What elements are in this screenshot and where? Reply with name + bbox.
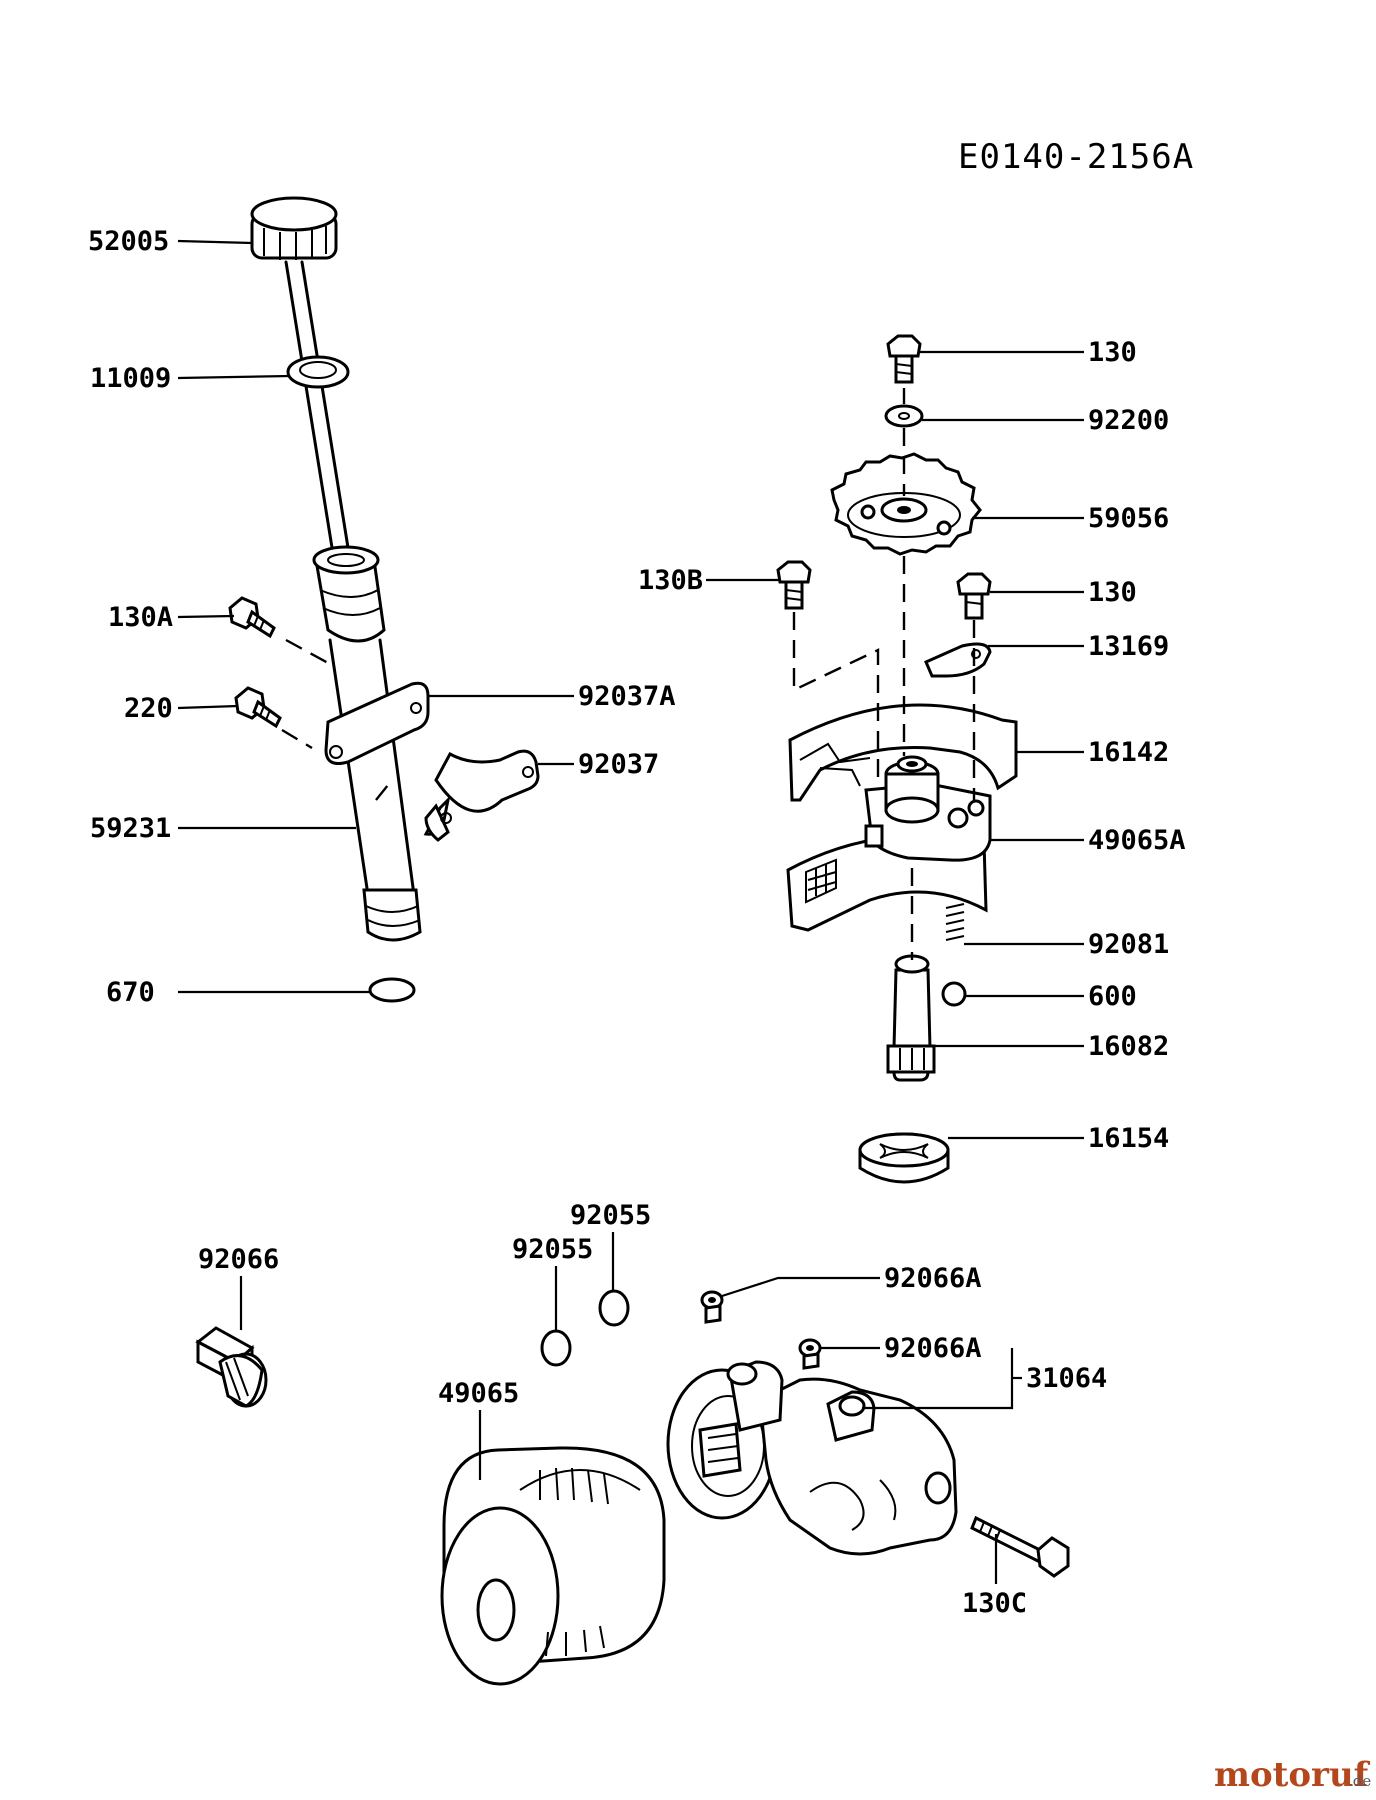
- bolt-130c-part: [970, 1515, 1070, 1578]
- label-oring-a: 92055: [512, 1234, 593, 1265]
- assembly-center-lines: [281, 388, 976, 960]
- label-bolt-plate: 130: [1088, 577, 1137, 608]
- washer-92200-part: [884, 404, 924, 428]
- plug-92066-part: [195, 1326, 268, 1408]
- label-bolt-pump: 130B: [638, 565, 703, 596]
- label-washer-gear: 92200: [1088, 405, 1169, 436]
- label-filter-housing: 31064: [1026, 1363, 1107, 1394]
- label-bolt-gear: 130: [1088, 337, 1137, 368]
- label-rotor: 16154: [1088, 1123, 1169, 1154]
- plate-13169-part: [924, 642, 992, 678]
- bolt-220-part: [234, 686, 282, 729]
- dipstick-cap-part: [250, 196, 338, 260]
- oring-92055-a-part: [540, 1329, 572, 1367]
- label-bolt-housing: 130C: [962, 1588, 1027, 1619]
- label-bracket-a: 92037A: [578, 681, 676, 712]
- label-gear: 59056: [1088, 503, 1169, 534]
- leader-lines: [177, 239, 1084, 1584]
- label-plug-a1: 92066A: [884, 1263, 982, 1294]
- label-clamp: 92037: [578, 749, 659, 780]
- bolt-130-plate-part: [956, 572, 992, 620]
- label-oring-b: 92055: [570, 1200, 651, 1231]
- clamp-part: [423, 749, 540, 842]
- filter-housing-31064-part: [666, 1290, 958, 1556]
- label-filter: 49065: [438, 1378, 519, 1409]
- watermark-main: motoruf: [1214, 1755, 1371, 1795]
- diagram-code: E0140-2156A: [958, 137, 1194, 177]
- label-plate: 13169: [1088, 631, 1169, 662]
- dipstick-oring-part: [286, 355, 350, 389]
- label-shaft: 16082: [1088, 1031, 1169, 1062]
- watermark-suffix: .de: [1348, 1772, 1371, 1790]
- label-tube: 59231: [90, 813, 171, 844]
- shaft-16082-part: [886, 954, 936, 1082]
- watermark: motoruf .de: [1214, 1755, 1371, 1795]
- label-ball: 600: [1088, 981, 1137, 1012]
- rotor-16154-part: [858, 1132, 950, 1184]
- pump-body-49065a-part: [864, 755, 992, 862]
- spring-92081-part: [945, 903, 965, 941]
- label-plug: 92066: [198, 1244, 279, 1275]
- label-spring: 92081: [1088, 929, 1169, 960]
- filter-49065-part: [440, 1446, 666, 1686]
- dipstick-rod-part: [284, 260, 352, 562]
- label-bolt-bracket: 220: [124, 693, 173, 724]
- label-bolt-tube: 130A: [108, 602, 173, 633]
- label-tube-oring: 670: [106, 977, 155, 1008]
- gear-59056-part: [830, 452, 982, 556]
- label-dipstick-oring: 11009: [90, 363, 171, 394]
- label-plug-a2: 92066A: [884, 1333, 982, 1364]
- ball-600-part: [941, 981, 967, 1007]
- label-pump-body: 49065A: [1088, 825, 1186, 856]
- tube-oring-part: [368, 977, 416, 1003]
- oring-92055-b-part: [598, 1289, 630, 1327]
- label-screen: 16142: [1088, 737, 1169, 768]
- label-dipstick-cap: 52005: [88, 226, 169, 257]
- bracket-part: [324, 681, 430, 765]
- part-labels: 52005 11009 130A 220 92037A 92037 59231 …: [88, 226, 1186, 1619]
- oil-tube-part: [312, 545, 422, 942]
- bolt-130a-part: [228, 596, 276, 639]
- bolt-130-gear-part: [886, 334, 922, 384]
- bolt-130b-part: [776, 560, 812, 610]
